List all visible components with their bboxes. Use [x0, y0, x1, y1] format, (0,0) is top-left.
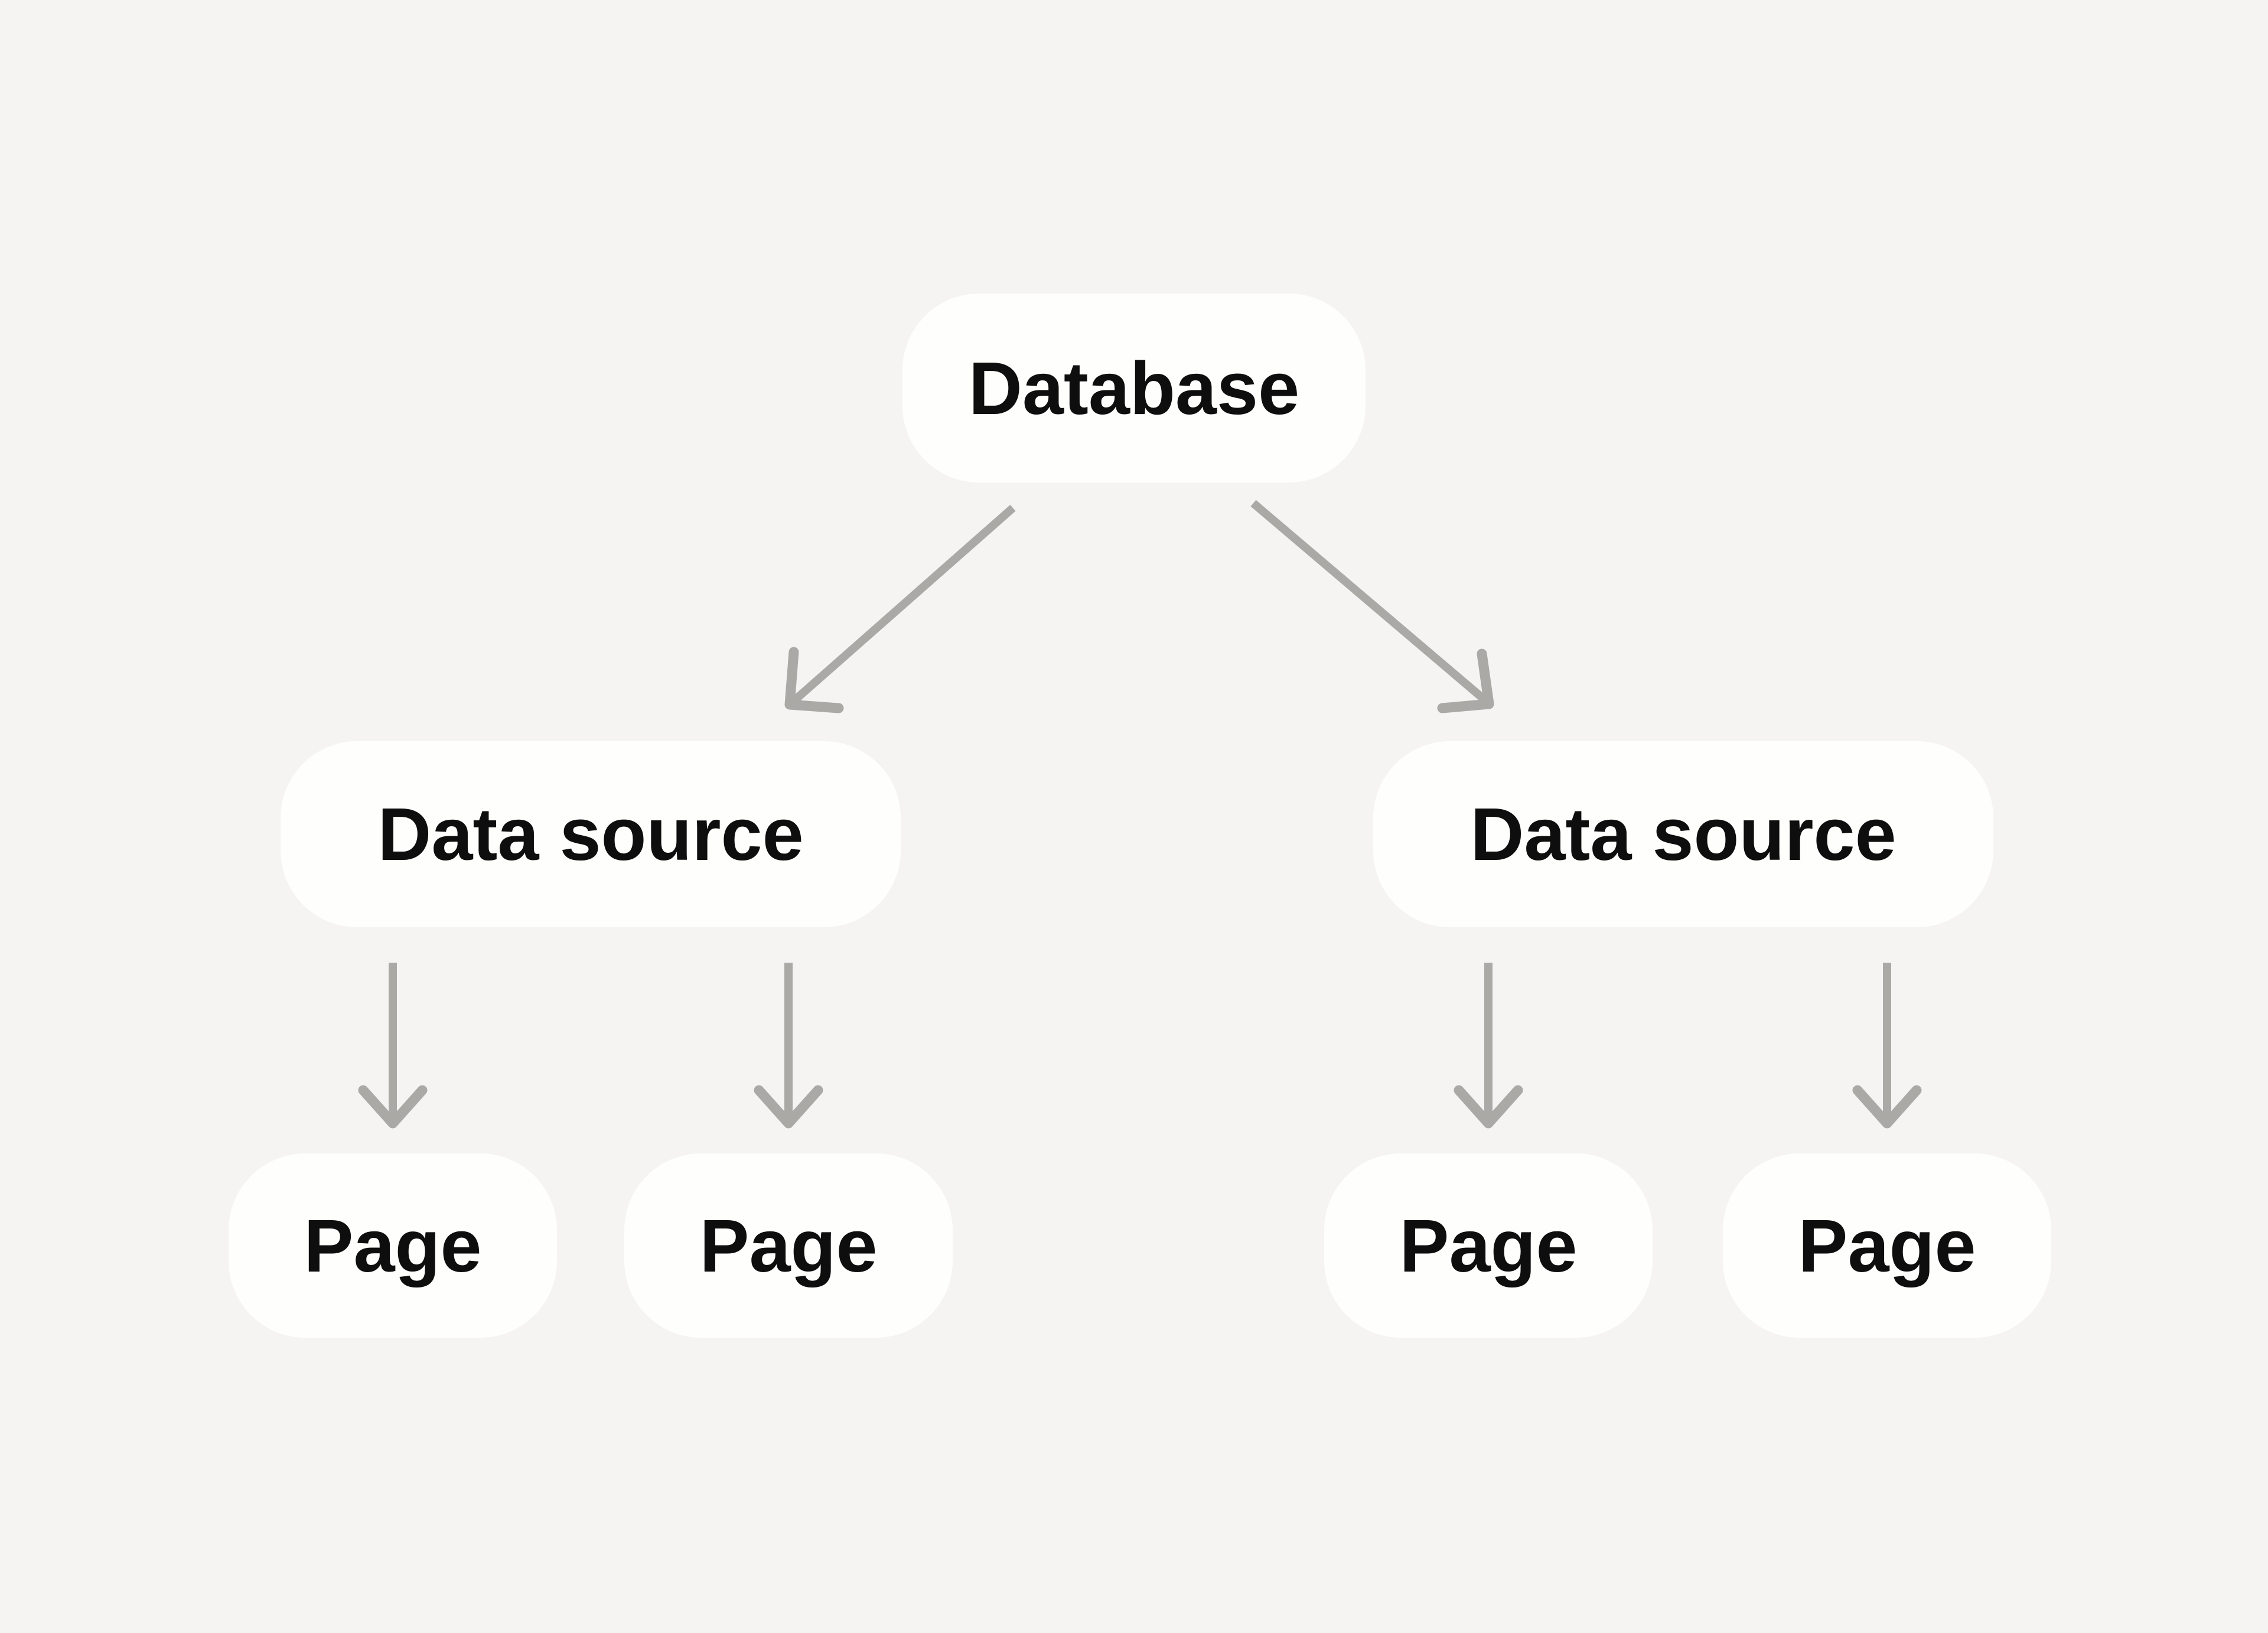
arrow-datasource-left-to-page-2 — [754, 963, 823, 1129]
arrow-database-to-datasource-left — [784, 504, 1016, 713]
node-datasource-left: Data source — [281, 741, 901, 927]
node-page-1-label: Page — [304, 1204, 482, 1288]
node-datasource-left-label: Data source — [377, 793, 804, 876]
arrow-head-icon — [358, 1085, 428, 1129]
arrow-datasource-right-to-page-3 — [1454, 963, 1523, 1129]
arrow-shaft — [1250, 500, 1488, 704]
node-page-3: Page — [1324, 1153, 1653, 1338]
arrow-head-icon — [1437, 648, 1494, 713]
node-database: Database — [902, 294, 1366, 483]
node-page-1: Page — [229, 1153, 557, 1338]
node-page-4-label: Page — [1798, 1204, 1976, 1288]
arrow-head-icon — [784, 647, 844, 713]
arrow-head-icon — [1454, 1085, 1523, 1129]
node-database-label: Database — [968, 346, 1300, 430]
arrow-datasource-left-to-page-1 — [358, 963, 428, 1129]
node-page-4: Page — [1723, 1153, 2051, 1338]
node-page-2: Page — [624, 1153, 953, 1338]
arrow-head-icon — [754, 1085, 823, 1129]
arrow-head-icon — [1852, 1085, 1922, 1129]
arrow-shaft — [791, 504, 1016, 704]
arrow-database-to-datasource-right — [1250, 500, 1494, 713]
arrow-datasource-right-to-page-4 — [1852, 963, 1922, 1129]
node-datasource-right: Data source — [1373, 741, 1993, 927]
node-page-2-label: Page — [699, 1204, 878, 1288]
node-datasource-right-label: Data source — [1470, 793, 1896, 876]
node-page-3-label: Page — [1399, 1204, 1578, 1288]
